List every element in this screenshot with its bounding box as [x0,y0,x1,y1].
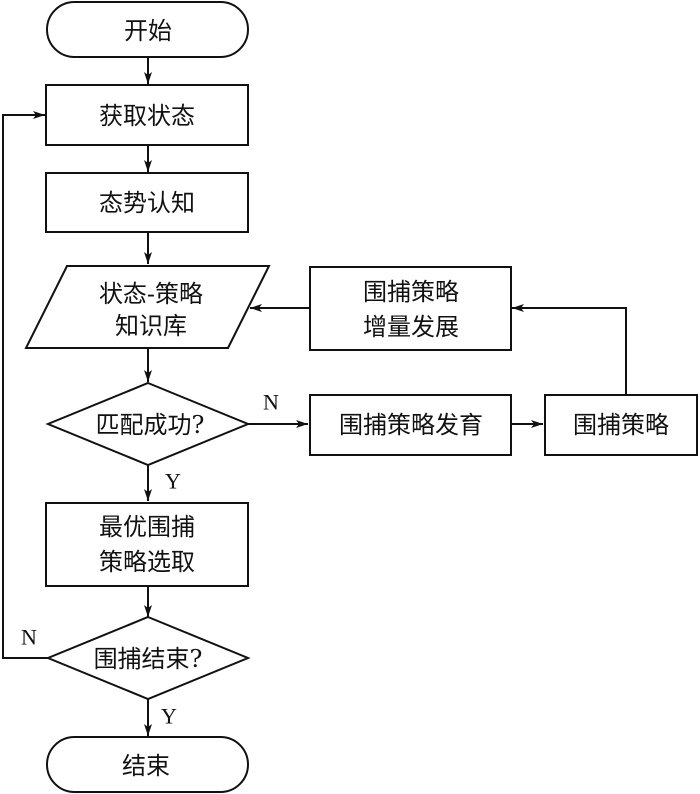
node-pursuit-end-label: 围捕结束? [94,645,203,673]
decision-shape [45,615,251,701]
node-best-strategy-label-line2: 策略选取 [99,548,195,576]
node-get-state: 获取状态 [45,84,249,146]
decision-shape [45,381,251,467]
process-shape [309,394,512,456]
node-start-label: 开始 [124,17,172,45]
node-knowledge-base: 状态-策略 知识库 [24,265,271,349]
edge-label-pursuit-end-yes: Y [161,704,177,729]
process-shape [544,394,698,456]
process-shape [45,84,249,146]
node-knowledge-base-label-line2: 知识库 [115,312,187,340]
node-match-success-label: 匹配成功? [96,411,205,439]
node-match-success: 匹配成功? [45,381,251,467]
edge-label-pursuit-end-no: N [21,625,37,650]
node-strategy-develop: 围捕策略发育 [309,394,512,456]
node-start: 开始 [46,1,249,58]
node-best-strategy-label-line1: 最优围捕 [99,513,195,541]
node-strategy: 围捕策略 [544,394,698,456]
edge-label-match-no: N [263,390,279,415]
node-strategy-increment-label-line1: 围捕策略 [363,278,459,306]
node-end-label: 结束 [122,752,170,780]
node-strategy-increment: 围捕策略 增量发展 [309,266,512,351]
node-strategy-label: 围捕策略 [573,411,669,439]
node-pursuit-end: 围捕结束? [45,615,251,701]
terminal-shape [46,736,249,793]
node-situation-awareness: 态势认知 [45,172,249,233]
process-shape [45,502,249,587]
node-strategy-increment-label-line2: 增量发展 [363,313,459,341]
node-situation-awareness-label: 态势认知 [99,189,195,217]
terminal-shape [46,1,249,58]
process-shape [45,172,249,233]
node-best-strategy: 最优围捕 策略选取 [45,502,249,587]
edges [2,57,627,736]
node-get-state-label: 获取状态 [99,102,195,130]
node-knowledge-base-label-line1: 状态-策略 [99,280,203,308]
process-shape [309,266,512,351]
node-end: 结束 [46,736,249,793]
data-shape [24,265,271,349]
edge-label-match-yes: Y [165,469,181,494]
edge-strategy-to-strategy-increment [512,304,627,394]
node-strategy-develop-label: 围捕策略发育 [339,411,483,439]
edge-pursuit-end-no-loop-to-get-state [2,111,48,659]
